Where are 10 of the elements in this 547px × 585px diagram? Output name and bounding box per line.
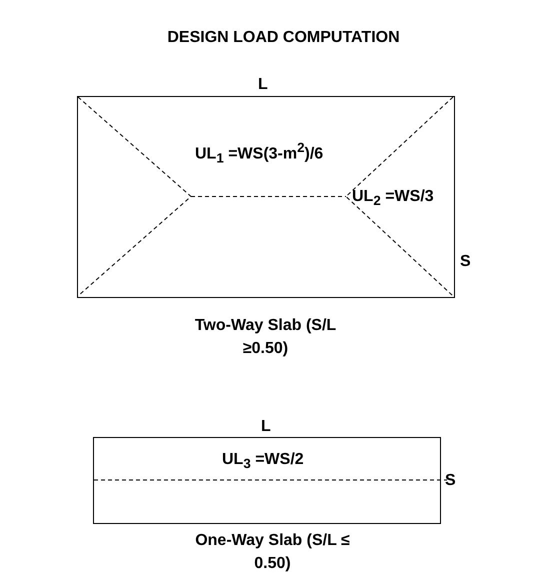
dimension-label: L bbox=[261, 417, 271, 437]
load-formula: UL$_{1}$ =WS(3-m$^{2}$)/6 bbox=[195, 139, 324, 168]
dimension-label: L bbox=[258, 75, 268, 95]
slab-caption: One-Way Slab (S/L ≤ 0.50) bbox=[194, 531, 351, 574]
dimension-label: S bbox=[460, 252, 471, 272]
dimension-label: S bbox=[445, 471, 456, 491]
load-formula: UL$_{2}$ =WS/3 bbox=[352, 187, 434, 210]
diagram-title: DESIGN LOAD COMPUTATION bbox=[166, 28, 401, 48]
load-formula: UL$_{3}$ =WS/2 bbox=[222, 450, 304, 474]
slab-caption: Two-Way Slab (S/L ≥0.50) bbox=[194, 316, 338, 359]
